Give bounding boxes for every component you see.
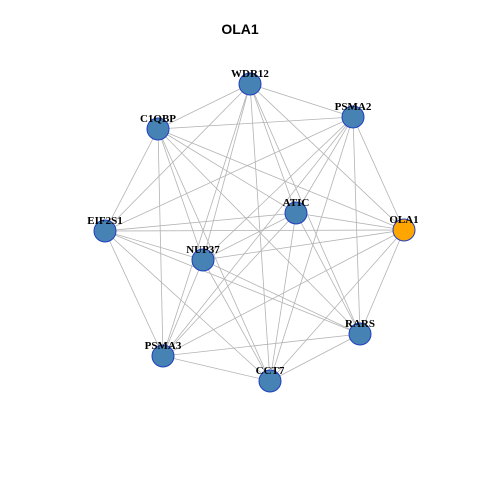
edge-wdr12-psma3 (162, 83, 251, 357)
node-circle-psma2 (341, 105, 365, 129)
node-circle-c1qbp (146, 117, 170, 141)
edge-atic-nup37 (202, 212, 297, 261)
node-circle-nup37 (191, 248, 215, 272)
node-atic: ATIC (283, 197, 310, 225)
node-label-cct7: CCT7 (256, 365, 285, 377)
node-ola1: OLA1 (389, 214, 419, 242)
edge-psma2-nup37 (202, 116, 354, 261)
edge-psma2-eif2s1 (104, 116, 354, 232)
edge-psma2-psma3 (162, 116, 354, 357)
edge-ola1-rars (359, 229, 405, 335)
edge-eif2s1-rars (104, 230, 361, 335)
edge-atic-ola1 (295, 212, 405, 231)
edge-c1qbp-psma3 (157, 128, 164, 357)
edge-wdr12-c1qbp (157, 83, 251, 130)
node-c1qbp: C1QBP (140, 113, 176, 141)
node-label-eif2s1: EIF2S1 (87, 215, 122, 227)
edge-eif2s1-cct7 (104, 230, 271, 382)
node-wdr12: WDR12 (231, 68, 269, 96)
node-circle-eif2s1 (93, 219, 117, 243)
edge-psma2-atic (295, 116, 354, 214)
edge-wdr12-nup37 (202, 83, 251, 261)
node-label-psma2: PSMA2 (335, 101, 372, 113)
edge-c1qbp-eif2s1 (104, 128, 159, 232)
node-rars: RARS (345, 318, 375, 346)
edge-psma2-c1qbp (157, 116, 354, 130)
edge-psma3-cct7 (162, 355, 271, 382)
edge-ola1-nup37 (202, 229, 405, 261)
node-circle-rars (348, 322, 372, 346)
node-circle-wdr12 (238, 72, 262, 96)
edge-wdr12-psma2 (249, 83, 354, 118)
node-cct7: CCT7 (256, 365, 285, 393)
edge-ola1-psma3 (162, 229, 405, 357)
edge-rars-cct7 (269, 333, 361, 382)
edge-eif2s1-nup37 (104, 230, 204, 261)
node-label-rars: RARS (345, 318, 375, 330)
node-circle-psma3 (151, 344, 175, 368)
node-label-atic: ATIC (283, 197, 310, 209)
edge-wdr12-eif2s1 (104, 83, 251, 232)
edges-layer (104, 83, 405, 382)
edge-psma2-cct7 (269, 116, 354, 382)
edge-atic-cct7 (269, 212, 297, 382)
node-psma2: PSMA2 (335, 101, 372, 129)
node-circle-cct7 (258, 369, 282, 393)
edge-wdr12-atic (249, 83, 297, 214)
edge-c1qbp-nup37 (157, 128, 204, 261)
edge-atic-rars (295, 212, 361, 335)
node-label-psma3: PSMA3 (145, 340, 182, 352)
node-circle-ola1 (392, 218, 416, 242)
edge-nup37-psma3 (162, 259, 204, 357)
node-label-c1qbp: C1QBP (140, 113, 176, 125)
node-circle-atic (284, 201, 308, 225)
graph-title: OLA1 (221, 21, 259, 37)
edge-atic-eif2s1 (104, 212, 297, 232)
edge-c1qbp-atic (157, 128, 297, 214)
edge-nup37-cct7 (202, 259, 271, 382)
edge-ola1-eif2s1 (104, 229, 405, 232)
edge-nup37-rars (202, 259, 361, 335)
edge-c1qbp-ola1 (157, 128, 405, 231)
edge-ola1-cct7 (269, 229, 405, 382)
node-label-nup37: NUP37 (186, 244, 220, 256)
node-nup37: NUP37 (186, 244, 220, 272)
node-label-ola1: OLA1 (389, 214, 418, 226)
edge-wdr12-ola1 (249, 83, 405, 231)
edge-eif2s1-psma3 (104, 230, 164, 357)
edge-atic-psma3 (162, 212, 297, 357)
node-label-wdr12: WDR12 (231, 68, 269, 80)
edge-rars-psma3 (162, 333, 361, 357)
edge-psma2-ola1 (352, 116, 405, 231)
edge-c1qbp-cct7 (157, 128, 271, 382)
edge-psma2-rars (352, 116, 361, 335)
node-eif2s1: EIF2S1 (87, 215, 123, 243)
node-psma3: PSMA3 (145, 340, 182, 368)
